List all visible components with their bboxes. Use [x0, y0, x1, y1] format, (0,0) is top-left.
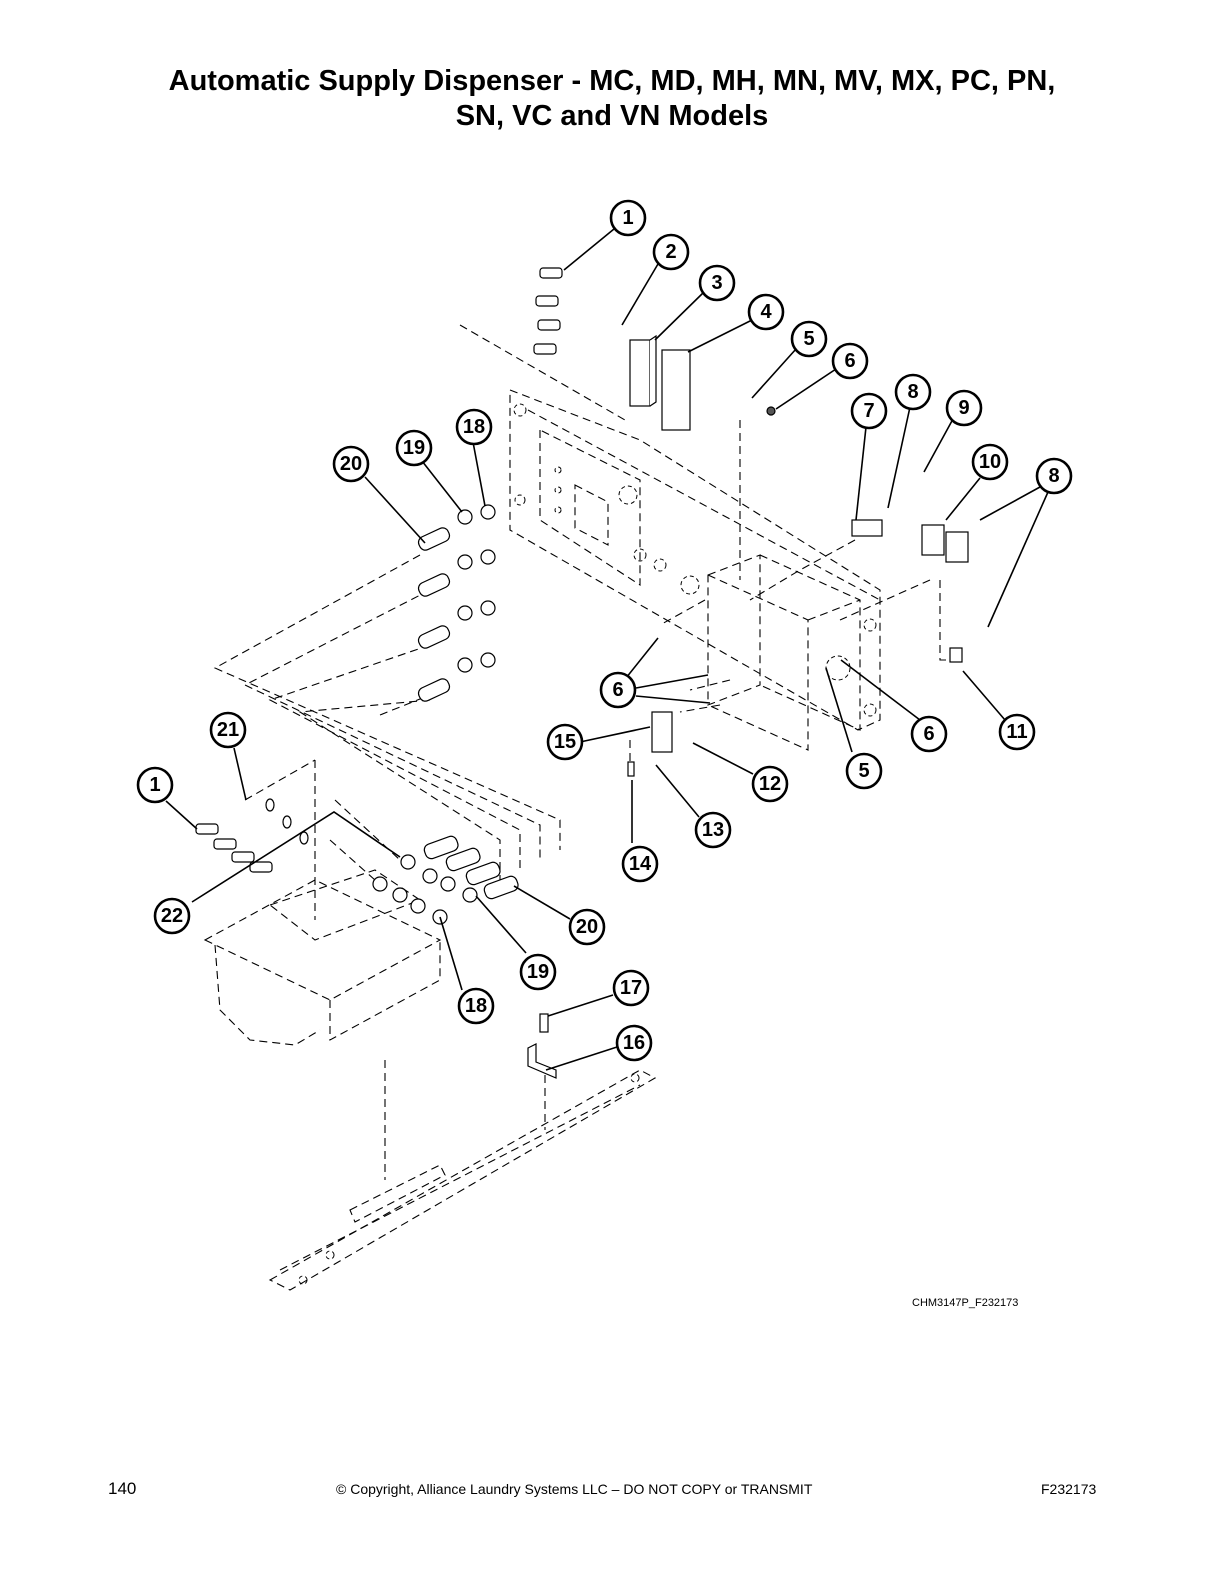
part-pc-board — [651, 711, 673, 753]
callout-6-upper: 6 — [831, 342, 869, 380]
part-insulator-plate — [661, 349, 691, 431]
callout-20-upper: 20 — [332, 445, 370, 483]
callout-6-middle-label: 6 — [612, 679, 623, 701]
callout-22-label: 22 — [161, 905, 183, 927]
callout-12-label: 12 — [759, 773, 781, 795]
callout-16: 16 — [615, 1024, 653, 1062]
callout-6-middle: 6 — [599, 671, 637, 709]
figure-id: CHM3147P_F232173 — [912, 1297, 1019, 1309]
callout-7: 7 — [850, 392, 888, 430]
part-elbow-fittings-upper — [533, 267, 563, 355]
callout-3-label: 3 — [711, 272, 722, 294]
callout-19-upper-label: 19 — [403, 437, 425, 459]
callout-5-lower: 5 — [845, 752, 883, 790]
part-relay-assembly — [921, 524, 969, 563]
callout-17-label: 17 — [620, 977, 642, 999]
callout-12: 12 — [751, 765, 789, 803]
callout-15-label: 15 — [554, 731, 576, 753]
callout-13-label: 13 — [702, 819, 724, 841]
callout-15: 15 — [546, 723, 584, 761]
callout-17: 17 — [612, 969, 650, 1007]
callout-6-right: 6 — [910, 715, 948, 753]
callout-11: 11 — [998, 713, 1036, 751]
callout-1-upper: 1 — [609, 199, 647, 237]
callout-8-upper-label: 8 — [907, 381, 918, 403]
callout-1-lower-label: 1 — [149, 774, 160, 796]
footer-copyright: © Copyright, Alliance Laundry Systems LL… — [336, 1481, 813, 1497]
part-elbow-fittings-lower — [195, 823, 273, 873]
part-terminal-strip — [629, 334, 657, 407]
part-clamps-upper — [457, 504, 496, 673]
callout-8-right: 8 — [1035, 457, 1073, 495]
callout-11-label: 11 — [1006, 721, 1027, 743]
part-screw — [539, 1013, 549, 1033]
footer-document-number: F232173 — [1041, 1481, 1097, 1497]
callout-10: 10 — [971, 443, 1009, 481]
callout-22: 22 — [153, 897, 191, 935]
part-hoses-lower — [423, 835, 519, 900]
callout-18-upper: 18 — [455, 408, 493, 446]
callout-18-upper-label: 18 — [463, 416, 485, 438]
callout-5-lower-label: 5 — [858, 760, 869, 782]
title-line-1: Automatic Supply Dispenser - MC, MD, MH,… — [168, 65, 1056, 97]
callout-4-label: 4 — [760, 301, 772, 323]
callout-20-lower-label: 20 — [576, 916, 598, 938]
callout-19-lower-label: 19 — [527, 961, 549, 983]
footer-page-number: 140 — [108, 1479, 137, 1498]
part-clamps-lower — [372, 854, 478, 925]
leader-lines — [165, 228, 1049, 1071]
part-clip — [949, 647, 963, 663]
callout-20-upper-label: 20 — [340, 453, 362, 475]
callout-6-upper-label: 6 — [844, 350, 855, 372]
dashed-assembly-outlines — [203, 324, 950, 1291]
callout-5-upper-label: 5 — [803, 328, 814, 350]
callout-4: 4 — [747, 293, 785, 331]
callout-7-label: 7 — [863, 400, 874, 422]
callout-14: 14 — [621, 845, 659, 883]
callout-balloons: 1 2 3 4 5 6 7 8 9 10 8 18 19 20 6 6 11 1… — [136, 199, 1073, 1062]
part-bracket — [527, 1043, 557, 1079]
callout-8-right-label: 8 — [1048, 465, 1059, 487]
callout-2: 2 — [652, 233, 690, 271]
callout-14-label: 14 — [629, 853, 652, 875]
callout-20-lower: 20 — [568, 908, 606, 946]
callout-18-lower: 18 — [457, 987, 495, 1025]
callout-1-lower: 1 — [136, 766, 174, 804]
callout-16-label: 16 — [623, 1032, 645, 1054]
callout-21: 21 — [209, 711, 247, 749]
callout-13: 13 — [694, 811, 732, 849]
part-connector-block — [851, 519, 883, 537]
callout-9-label: 9 — [958, 397, 969, 419]
title-line-2: SN, VC and VN Models — [455, 100, 769, 132]
part-spacer — [627, 761, 635, 777]
callout-8-upper: 8 — [894, 373, 932, 411]
part-hoses-upper — [417, 527, 451, 702]
callout-6-right-label: 6 — [923, 723, 934, 745]
callout-3: 3 — [698, 264, 736, 302]
callout-2-label: 2 — [665, 241, 676, 263]
callout-9: 9 — [945, 389, 983, 427]
part-grommets — [265, 798, 309, 845]
callout-1-upper-label: 1 — [622, 207, 633, 229]
callout-21-label: 21 — [217, 719, 239, 741]
callout-5-upper: 5 — [790, 320, 828, 358]
callout-19-lower: 19 — [519, 953, 557, 991]
callout-10-label: 10 — [979, 451, 1001, 473]
part-nut-small-upper — [766, 406, 776, 416]
page-title: Automatic Supply Dispenser - MC, MD, MH,… — [60, 64, 1164, 134]
callout-18-lower-label: 18 — [465, 995, 487, 1017]
callout-19-upper: 19 — [395, 429, 433, 467]
